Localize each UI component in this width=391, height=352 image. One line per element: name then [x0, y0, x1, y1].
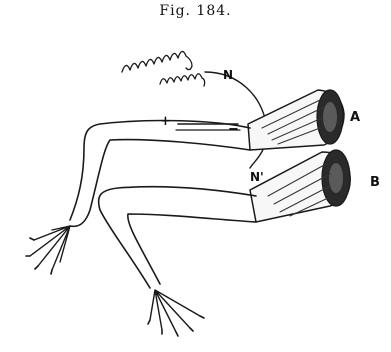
foot-a: [30, 226, 70, 270]
label-a: A: [350, 110, 360, 125]
label-n-prime: N': [250, 170, 264, 184]
foot-b: [150, 290, 200, 332]
label-b: B: [370, 175, 380, 190]
leg-a-outline: [70, 121, 250, 227]
label-plus: +: [160, 114, 171, 129]
label-minus: −: [228, 122, 239, 137]
label-n: N: [223, 68, 233, 82]
coiled-wire: [122, 51, 205, 86]
leg-b-outline: [99, 187, 256, 288]
